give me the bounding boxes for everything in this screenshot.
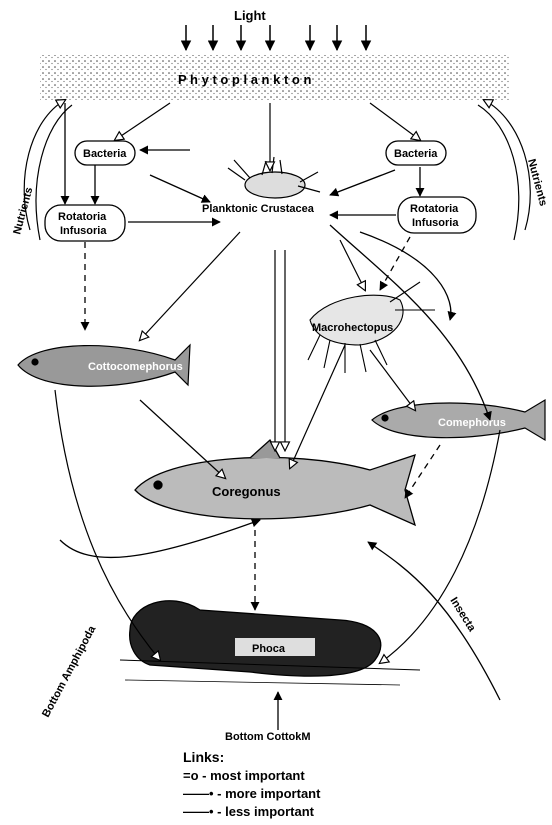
nutrients-right-label: Nutrients xyxy=(525,158,549,208)
bottom-amphipoda-label: Bottom Amphipoda xyxy=(40,623,99,719)
phytoplankton-label: P h y t o p l a n k t o n xyxy=(178,72,311,87)
bottom-cottoidei-label: Bottom CottokM xyxy=(225,731,311,743)
nutrients-left-label: Nutrients xyxy=(11,186,35,236)
nutrients-right-arrow-2 xyxy=(478,105,519,240)
light-label: Light xyxy=(234,8,266,23)
legend-less-important: ——• - less important xyxy=(183,804,315,819)
rotatoria-right-label-1: Rotatoria xyxy=(410,203,459,215)
cottocomephorus-label: Cottocomephorus xyxy=(88,361,183,373)
crustacea-icon xyxy=(228,157,320,198)
bacteria-right-label: Bacteria xyxy=(394,148,438,160)
rotatoria-left-label-1: Rotatoria xyxy=(58,211,107,223)
comephorus-label: Comephorus xyxy=(438,417,506,429)
legend-title: Links: xyxy=(183,749,224,765)
coregonus-label: Coregonus xyxy=(212,484,281,499)
light-arrows xyxy=(186,25,366,50)
coregonus-fish-icon xyxy=(135,440,415,525)
crustacea-label: Planktonic Crustacea xyxy=(202,203,315,215)
macrohectopus-label: Macrohectopus xyxy=(312,322,393,334)
phoca-label: Phoca xyxy=(252,643,286,655)
bacteria-left-label: Bacteria xyxy=(83,148,127,160)
legend-more-important: ——• - more important xyxy=(183,786,321,801)
nutrients-right-arrow xyxy=(484,100,530,230)
legend-most-important: =o - most important xyxy=(183,768,305,783)
insecta-label: Insecta xyxy=(447,595,478,634)
rotatoria-right-label-2: Infusoria xyxy=(412,217,459,229)
rotatoria-left-label-2: Infusoria xyxy=(60,225,107,237)
